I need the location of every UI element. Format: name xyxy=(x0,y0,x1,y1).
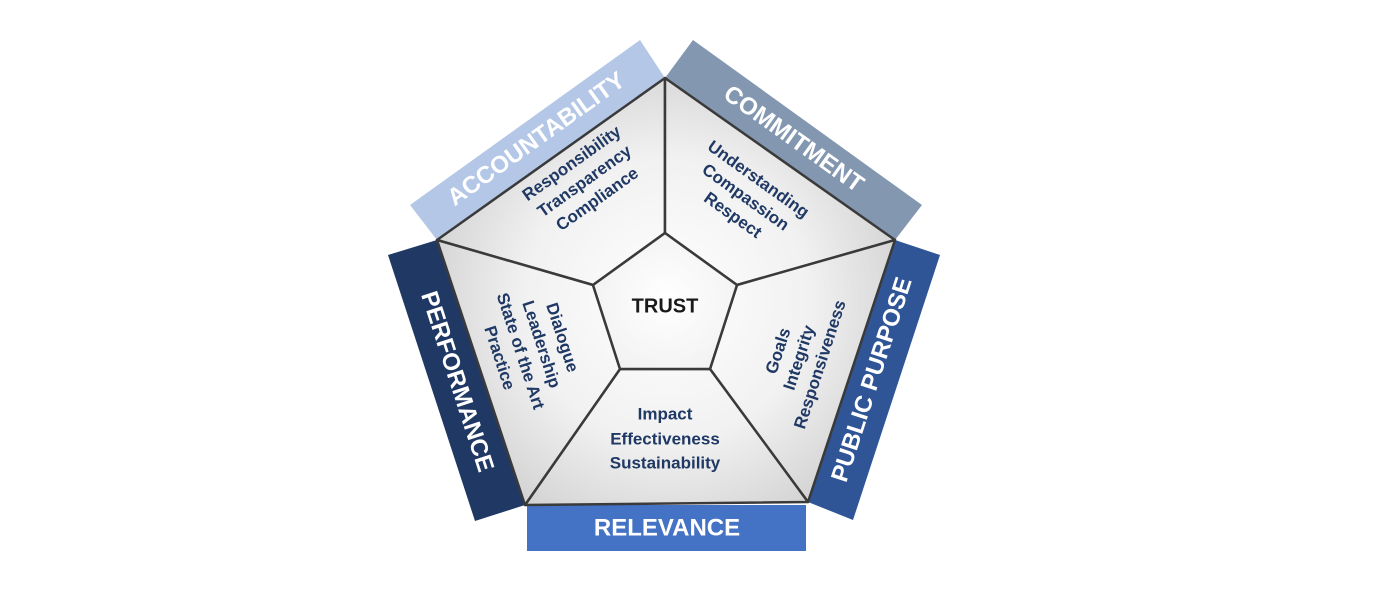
segment-trust-core xyxy=(591,231,739,371)
trust-label: TRUST xyxy=(632,295,699,317)
value-effectiveness: Effectiveness xyxy=(610,429,720,448)
banner-relevance-shape xyxy=(527,505,806,551)
values-relevance: Impact Effectiveness Sustainability xyxy=(610,404,721,472)
value-impact: Impact xyxy=(638,404,693,423)
banner-commitment-shape xyxy=(665,40,922,240)
banner-accountability-shape xyxy=(410,40,665,240)
banner-public-purpose-shape xyxy=(808,240,940,520)
value-sustainability: Sustainability xyxy=(610,453,721,472)
banner-performance-shape xyxy=(388,240,525,521)
pentagon-segments xyxy=(435,76,897,507)
banner-relevance-label: RELEVANCE xyxy=(594,514,740,541)
banner-relevance: RELEVANCE xyxy=(527,505,806,551)
